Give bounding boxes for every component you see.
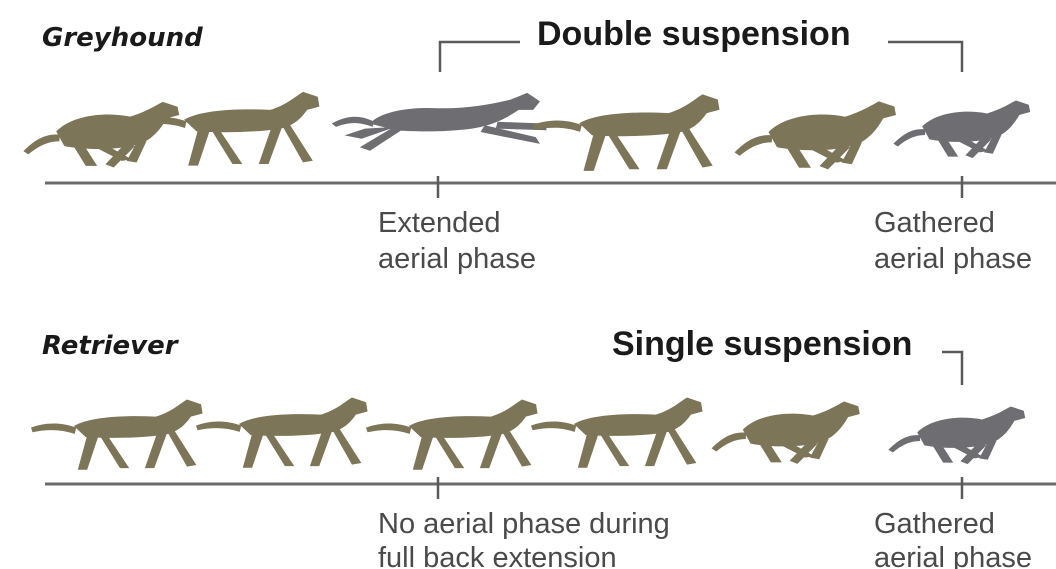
greyhound-dog-1 [23, 102, 179, 168]
greyhound-dog-3-extended [332, 93, 547, 151]
greyhound-dog-4 [533, 94, 720, 171]
annotation-no-aerial-line1: No aerial phase during [378, 508, 670, 540]
annotation-extended-line1: Extended [378, 207, 501, 239]
annotation-extended-line2: aerial phase [378, 243, 536, 275]
annotation-no-aerial-line2: full back extension [378, 542, 617, 569]
greyhound-dog-6-gathered [893, 100, 1030, 158]
retriever-dog-3 [366, 400, 538, 470]
retriever-dog-4 [531, 398, 703, 468]
annotation-gathered-1-line2: aerial phase [874, 243, 1032, 275]
greyhound-dog-2 [139, 92, 319, 166]
suspension-label-single: Single suspension [612, 325, 912, 363]
breed-label-retriever: Retriever [42, 331, 180, 361]
greyhound-dog-5 [735, 101, 897, 169]
suspension-label-double: Double suspension [537, 15, 851, 53]
annotation-gathered-2-line2: aerial phase [874, 542, 1032, 569]
retriever-dog-5 [712, 402, 860, 464]
annotation-gathered-1-line1: Gathered [874, 207, 995, 239]
retriever-dog-6-gathered [888, 406, 1025, 464]
annotation-gathered-2-line1: Gathered [874, 508, 995, 540]
breed-label-greyhound: Greyhound [42, 23, 203, 53]
retriever-dog-1 [31, 400, 203, 470]
suspension-bracket-single [942, 352, 962, 385]
retriever-dog-2 [196, 398, 368, 468]
